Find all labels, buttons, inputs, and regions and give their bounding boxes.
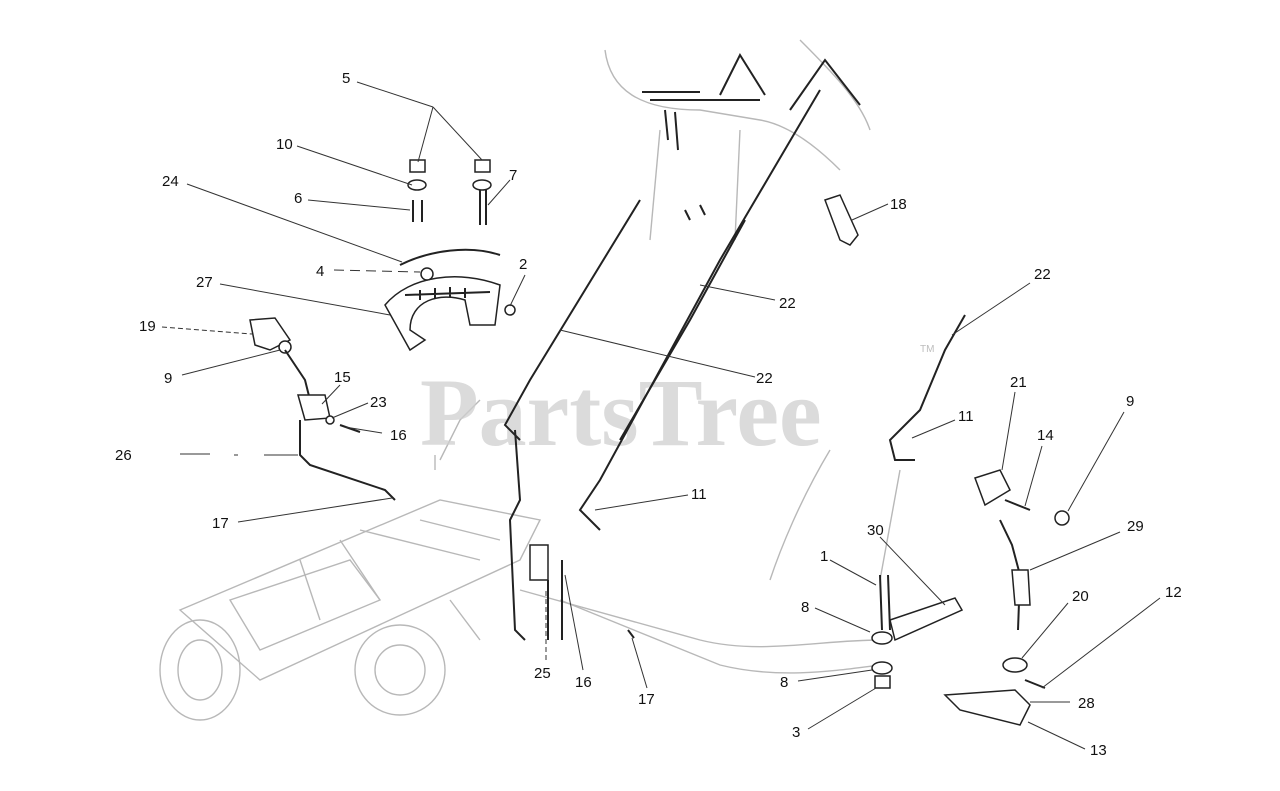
mower-ghost-outline — [159, 39, 901, 721]
callout-13: 13 — [1090, 742, 1107, 759]
callout-23: 23 — [370, 394, 387, 411]
callout-29: 29 — [1127, 518, 1144, 535]
callout-30: 30 — [867, 522, 884, 539]
control-quadrant — [384, 248, 516, 352]
callout-2: 2 — [519, 256, 527, 273]
callout-5: 5 — [342, 70, 350, 87]
callout-1: 1 — [820, 548, 828, 565]
callout-20: 20 — [1072, 588, 1089, 605]
callout-11-right: 11 — [958, 408, 974, 425]
upper-handle — [642, 52, 861, 221]
callout-9-left: 9 — [164, 370, 172, 387]
callout-26: 26 — [115, 447, 132, 464]
callout-25: 25 — [534, 665, 551, 682]
callout-6: 6 — [294, 190, 302, 207]
callout-14: 14 — [1037, 427, 1054, 444]
callout-10: 10 — [276, 136, 293, 153]
callout-16-center: 16 — [575, 674, 592, 691]
watermark-trademark: TM — [920, 344, 934, 355]
throttle-lever — [824, 194, 859, 246]
callout-18: 18 — [890, 196, 907, 213]
callout-17-left: 17 — [212, 515, 229, 532]
left-linkage — [249, 317, 396, 501]
right-linkage — [943, 469, 1070, 726]
bottom-fasteners — [871, 574, 964, 689]
center-linkage — [508, 429, 635, 641]
callout-3: 3 — [792, 724, 800, 741]
callout-17-center: 17 — [638, 691, 655, 708]
callout-9-right: 9 — [1126, 393, 1134, 410]
callout-21: 21 — [1010, 374, 1027, 391]
control-cables — [503, 89, 966, 531]
top-fasteners — [407, 159, 492, 225]
callout-labels: 5 10 7 24 6 4 2 27 19 9 15 23 16 26 17 2… — [115, 70, 1182, 759]
callout-28: 28 — [1078, 695, 1095, 712]
callout-27: 27 — [196, 274, 213, 291]
callout-24: 24 — [162, 173, 179, 190]
callout-19: 19 — [139, 318, 156, 335]
callout-7: 7 — [509, 167, 517, 184]
callout-12: 12 — [1165, 584, 1182, 601]
callout-22-right: 22 — [1034, 266, 1051, 283]
callout-16-left: 16 — [390, 427, 407, 444]
callout-22-lower: 22 — [756, 370, 773, 387]
callout-8-lower: 8 — [780, 674, 788, 691]
callout-22-middle: 22 — [779, 295, 796, 312]
callout-8-upper: 8 — [801, 599, 809, 616]
callout-4: 4 — [316, 263, 324, 280]
callout-11-center: 11 — [691, 486, 707, 503]
callout-15: 15 — [334, 369, 351, 386]
leader-lines — [161, 81, 1161, 750]
